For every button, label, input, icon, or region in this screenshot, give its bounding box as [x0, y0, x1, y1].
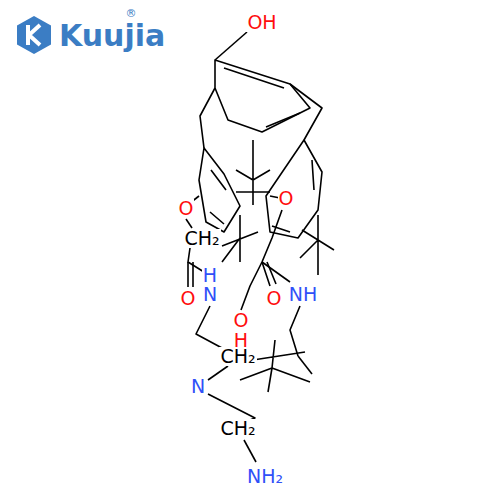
atom-label: H	[202, 266, 218, 285]
atom-label: O	[233, 311, 250, 330]
atom-label: CH₂	[219, 347, 256, 366]
atom-label: O	[266, 289, 283, 308]
atom-label: N	[190, 377, 206, 396]
atom-label: O	[178, 199, 195, 218]
watermark-logo	[17, 16, 51, 54]
logo-mark	[28, 25, 40, 45]
atom-label: CH₂	[183, 229, 220, 248]
atom-label: O	[180, 289, 197, 308]
atom-label: NH₂	[246, 467, 284, 486]
atom-label: O	[278, 189, 295, 208]
logo-hexagon	[17, 16, 51, 54]
watermark-text: Kuujia	[58, 21, 166, 51]
atom-label: OH	[246, 13, 277, 32]
watermark-mark: ®	[125, 8, 138, 19]
atom-label: CH₂	[219, 419, 256, 438]
atom-label: NH	[288, 285, 319, 304]
atom-label: N	[202, 285, 218, 304]
